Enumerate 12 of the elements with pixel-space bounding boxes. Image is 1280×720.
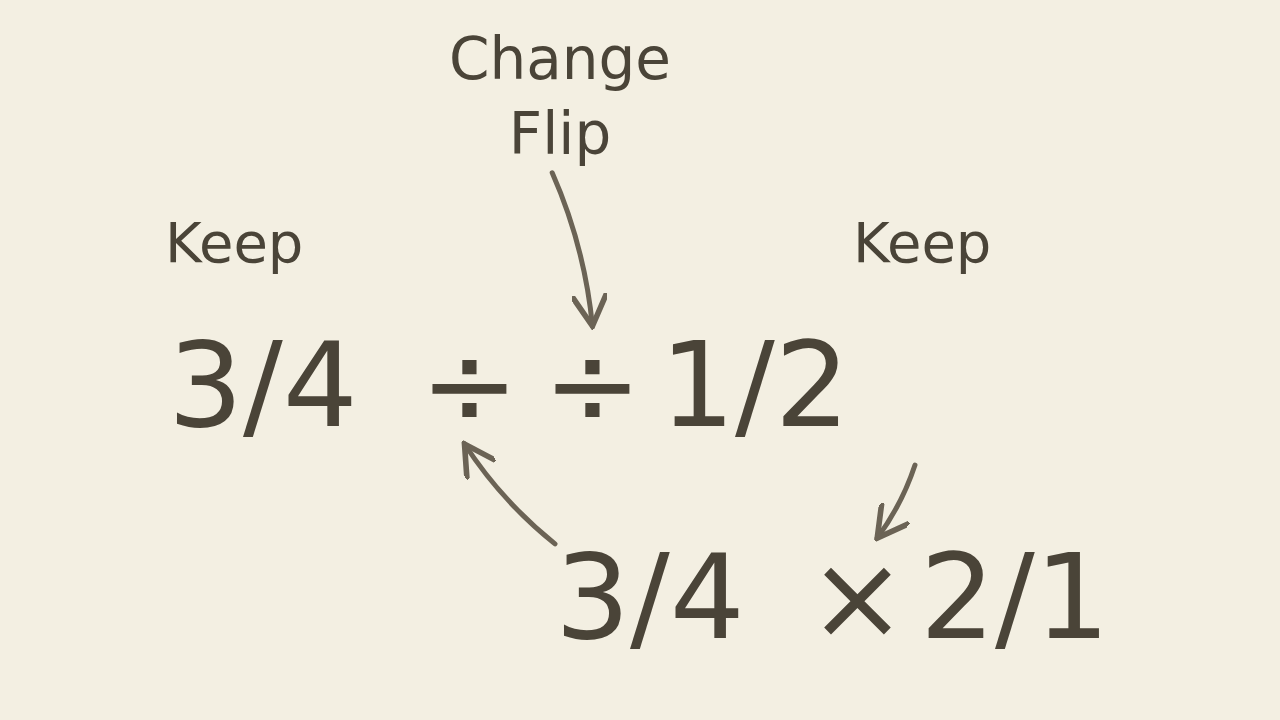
fraction-text: 3/4: [555, 538, 745, 656]
division-sign: ÷: [543, 326, 642, 444]
arrow: [549, 170, 610, 329]
arrow: [874, 462, 918, 541]
arrow: [461, 441, 558, 547]
multiplication-sign: ×: [808, 538, 907, 656]
division-sign: ÷: [420, 326, 519, 444]
label-text: Flip: [508, 99, 612, 171]
fraction-text: 3/4: [168, 326, 358, 444]
label-text: Change: [448, 24, 672, 95]
fraction-text: 2/1: [920, 538, 1110, 656]
fraction-text: 1/2: [660, 326, 850, 444]
